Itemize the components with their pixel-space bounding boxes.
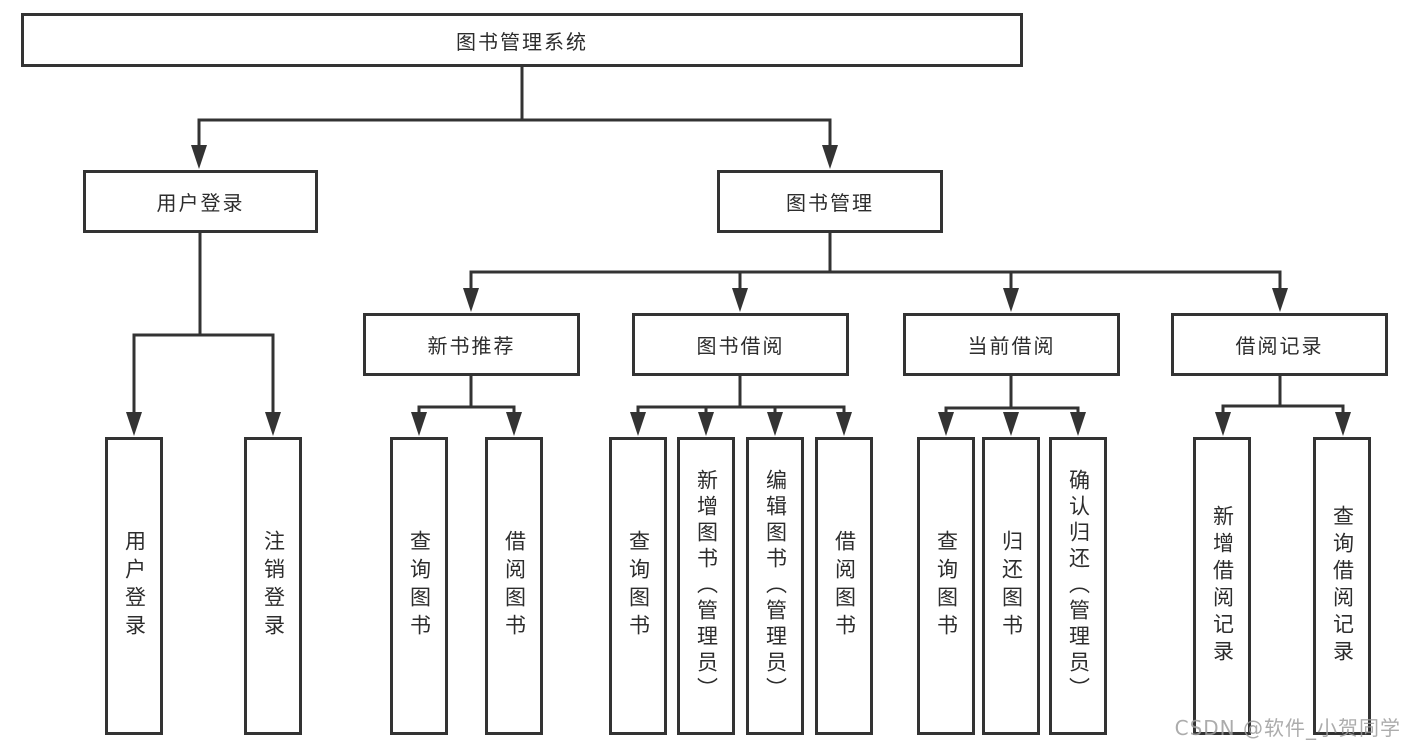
- connector-level3-rail: [469, 270, 1282, 297]
- csdn-watermark: CSDN @软件_小贺同学: [1174, 716, 1401, 740]
- arrow-down-icon: [411, 412, 427, 436]
- arrow-down-icon: [126, 412, 142, 436]
- node-new-book-recommend: 新书推荐: [363, 313, 580, 376]
- node-book-management: 图书管理: [717, 170, 943, 233]
- node-root-label: 图书管理系统: [456, 29, 588, 54]
- connector-level2-rail: [197, 118, 832, 154]
- leaf-edit-books-admin: 编辑图书（管理员）: [746, 437, 804, 735]
- arrow-down-icon: [630, 412, 646, 436]
- arrow-down-icon: [1003, 288, 1019, 312]
- node-current-borrow-label: 当前借阅: [967, 334, 1056, 358]
- leaf-query-books-current: 查询图书: [917, 437, 975, 735]
- arrow-down-icon: [938, 412, 954, 436]
- arrow-down-icon: [822, 145, 838, 169]
- node-user-login: 用户登录: [83, 170, 318, 233]
- node-book-borrow: 图书借阅: [632, 313, 849, 376]
- arrow-down-icon: [1215, 412, 1231, 436]
- arrowheads: [126, 145, 1351, 436]
- node-borrow-records: 借阅记录: [1171, 313, 1388, 376]
- arrow-down-icon: [698, 412, 714, 436]
- leaf-user-login: 用户登录: [105, 437, 163, 735]
- arrow-down-icon: [1335, 412, 1351, 436]
- connector-user-login-rail: [132, 333, 275, 422]
- arrow-down-icon: [506, 412, 522, 436]
- arrow-down-icon: [767, 412, 783, 436]
- leaf-confirm-return-admin: 确认归还（管理员）: [1049, 437, 1107, 735]
- connector-recommend-rail: [417, 376, 516, 422]
- arrow-down-icon: [732, 288, 748, 312]
- leaf-borrow-books-recommend: 借阅图书: [485, 437, 543, 735]
- arrow-down-icon: [836, 412, 852, 436]
- leaf-return-books: 归还图书: [982, 437, 1040, 735]
- leaf-logout: 注销登录: [244, 437, 302, 735]
- leaf-query-books-recommend: 查询图书: [390, 437, 448, 735]
- arrow-down-icon: [1070, 412, 1086, 436]
- node-book-borrow-label: 图书借阅: [696, 334, 785, 358]
- node-root-system: 图书管理系统: [21, 13, 1023, 67]
- node-borrow-records-label: 借阅记录: [1235, 334, 1324, 358]
- leaf-query-borrow-record: 查询借阅记录: [1313, 437, 1371, 735]
- arrow-down-icon: [1003, 412, 1019, 436]
- arrow-down-icon: [191, 145, 207, 169]
- leaf-add-borrow-record: 新增借阅记录: [1193, 437, 1251, 735]
- arrow-down-icon: [265, 412, 281, 436]
- arrow-down-icon: [463, 288, 479, 312]
- node-new-book-recommend-label: 新书推荐: [427, 334, 516, 358]
- node-current-borrow: 当前借阅: [903, 313, 1120, 376]
- connector-borrow-rail: [636, 376, 846, 422]
- node-user-login-label: 用户登录: [156, 191, 245, 215]
- node-book-management-label: 图书管理: [786, 191, 874, 215]
- arrow-down-icon: [1272, 288, 1288, 312]
- leaf-query-books-borrow: 查询图书: [609, 437, 667, 735]
- leaf-borrow-books: 借阅图书: [815, 437, 873, 735]
- leaf-add-books-admin: 新增图书（管理员）: [677, 437, 735, 735]
- connector-records-rail: [1221, 376, 1345, 422]
